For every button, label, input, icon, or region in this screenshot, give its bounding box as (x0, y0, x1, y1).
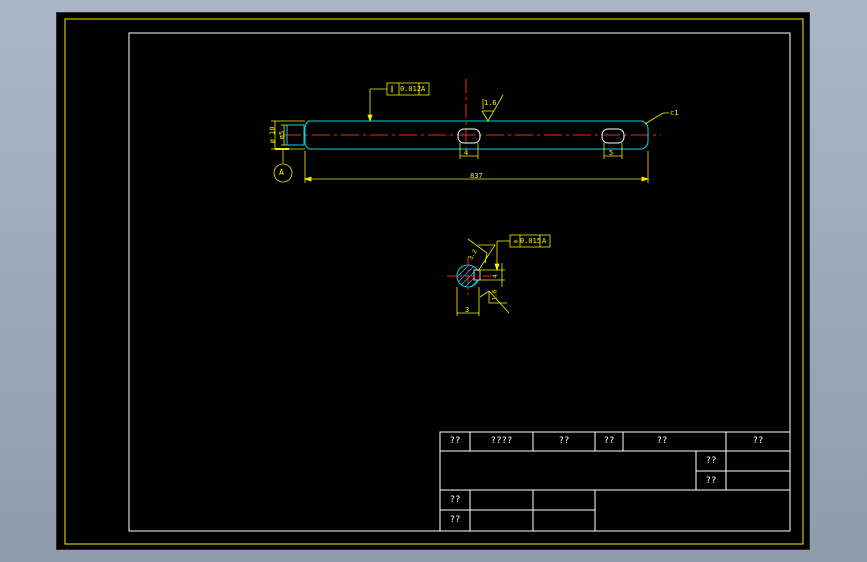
datum-ref-section: A (542, 237, 547, 245)
section-roughness-2: 1.6 (491, 289, 499, 301)
chamfer-leader (644, 112, 669, 125)
title-cell-2: ???? (490, 436, 513, 446)
diameter-small-label: ø5 (278, 130, 287, 140)
roughness-value-top: 1.6 (484, 99, 497, 107)
title-cell-3: ?? (558, 436, 570, 446)
section-depth-label: 4 (491, 274, 499, 278)
title-cell-4: ?? (603, 436, 615, 446)
tolerance-value-top: 0.012 (400, 85, 422, 93)
tolerance-symbol-top: ∥ (390, 85, 394, 93)
tolerance-frame-top (367, 82, 430, 123)
diameter-dimensions (271, 120, 305, 183)
shaft-view (271, 79, 669, 183)
keyway-width-left: 4 (464, 149, 469, 157)
title-block (439, 431, 791, 532)
title-cell-r4: ?? (449, 495, 461, 505)
chamfer-note: c1 (670, 109, 679, 117)
datum-ref-top: A (421, 85, 426, 93)
title-cell-6: ?? (752, 436, 764, 446)
section-keyway (473, 269, 481, 281)
title-cell-5: ?? (656, 436, 668, 446)
keyway-right (601, 128, 625, 144)
title-cell-r2: ?? (705, 456, 717, 466)
inner-border (128, 32, 791, 532)
shaft-stub (286, 124, 305, 146)
title-cell-r5: ?? (449, 515, 461, 525)
shaft-body (304, 120, 649, 150)
tolerance-value-section: 0.015 (520, 237, 542, 245)
roughness-symbol-top (481, 94, 504, 122)
length-dimension (303, 151, 650, 183)
overall-length-label: 837 (470, 172, 483, 180)
drawing-sheet: ∥ 0.012 A 1.6 c1 4 5 837 ø 10 ø5 A ⌯ 0.0… (56, 12, 810, 550)
section-width-label: 3 (465, 306, 470, 314)
title-cell-1: ?? (449, 436, 461, 446)
keyway-left (457, 128, 481, 144)
outer-frame (64, 18, 804, 545)
keyway-width-right: 5 (609, 149, 614, 157)
cad-drawing (64, 18, 804, 545)
tolerance-symbol-section: ⌯ (513, 237, 519, 245)
title-cell-r3: ?? (705, 476, 717, 486)
datum-label: A (279, 168, 284, 177)
